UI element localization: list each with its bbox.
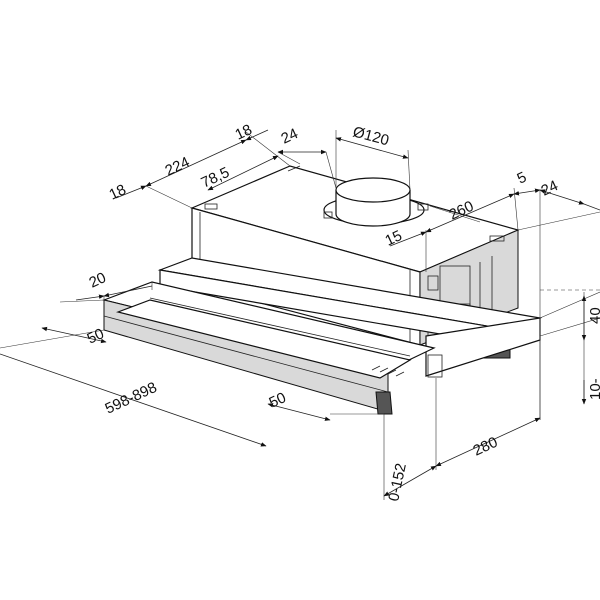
dim-5: 5 xyxy=(515,169,530,188)
dim-598-898-line xyxy=(0,353,267,447)
dim-280-line xyxy=(435,417,541,467)
dim-diameter-120: Ø120 xyxy=(351,123,391,149)
dim-224: 224 xyxy=(163,154,193,180)
dim-20-line xyxy=(75,294,105,301)
top-tab xyxy=(287,165,301,172)
dim-120-line xyxy=(335,137,409,159)
dim-50-bottom: 50 xyxy=(267,389,289,411)
dim-20-inner xyxy=(103,285,153,298)
dim-18-top: 18 xyxy=(233,121,255,143)
dim-24-top: 24 xyxy=(279,125,301,147)
dim-18-left-line xyxy=(115,185,147,199)
dim-598-898: 598-898 xyxy=(103,379,160,418)
dim-78-5-line xyxy=(207,155,279,191)
visor-edge-line xyxy=(149,297,411,357)
fixed-end-cap xyxy=(427,354,443,378)
visor-slots xyxy=(371,365,405,377)
dim-0-152: 0-152 xyxy=(385,462,410,503)
collar-top xyxy=(335,177,411,203)
dim-0-152-line xyxy=(383,465,437,497)
side-clip xyxy=(427,275,439,291)
exhaust-collar xyxy=(323,177,429,227)
dim-24-right-line xyxy=(539,189,585,205)
top-tab xyxy=(204,203,218,210)
dim-260-line xyxy=(425,193,515,233)
dim-18-top-line xyxy=(245,129,269,141)
dim-24-right-tail xyxy=(583,203,600,211)
dim-5-line xyxy=(513,188,541,196)
dim-15-line xyxy=(389,231,427,247)
dim-78-5: 78,5 xyxy=(199,164,233,192)
dim-40: 40 xyxy=(587,307,600,324)
hood-body xyxy=(101,165,543,415)
visor-edge-line xyxy=(103,315,389,393)
dim-50-left-line xyxy=(41,326,107,344)
visor-end xyxy=(375,391,393,415)
dim-18-left: 18 xyxy=(107,181,129,203)
dim-224-line xyxy=(145,139,247,187)
dim-10: 10- xyxy=(587,378,600,400)
dimension-lines xyxy=(0,129,600,497)
top-tab xyxy=(489,235,505,242)
collar-tab xyxy=(323,211,333,219)
visor-inner xyxy=(115,299,412,379)
dim-20: 20 xyxy=(87,269,109,291)
dim-50-left: 50 xyxy=(85,325,107,347)
dim-15: 15 xyxy=(383,227,405,249)
dim-50-bottom-line xyxy=(267,403,331,421)
dim-280: 280 xyxy=(471,434,501,460)
dim-24-right: 24 xyxy=(539,177,561,199)
